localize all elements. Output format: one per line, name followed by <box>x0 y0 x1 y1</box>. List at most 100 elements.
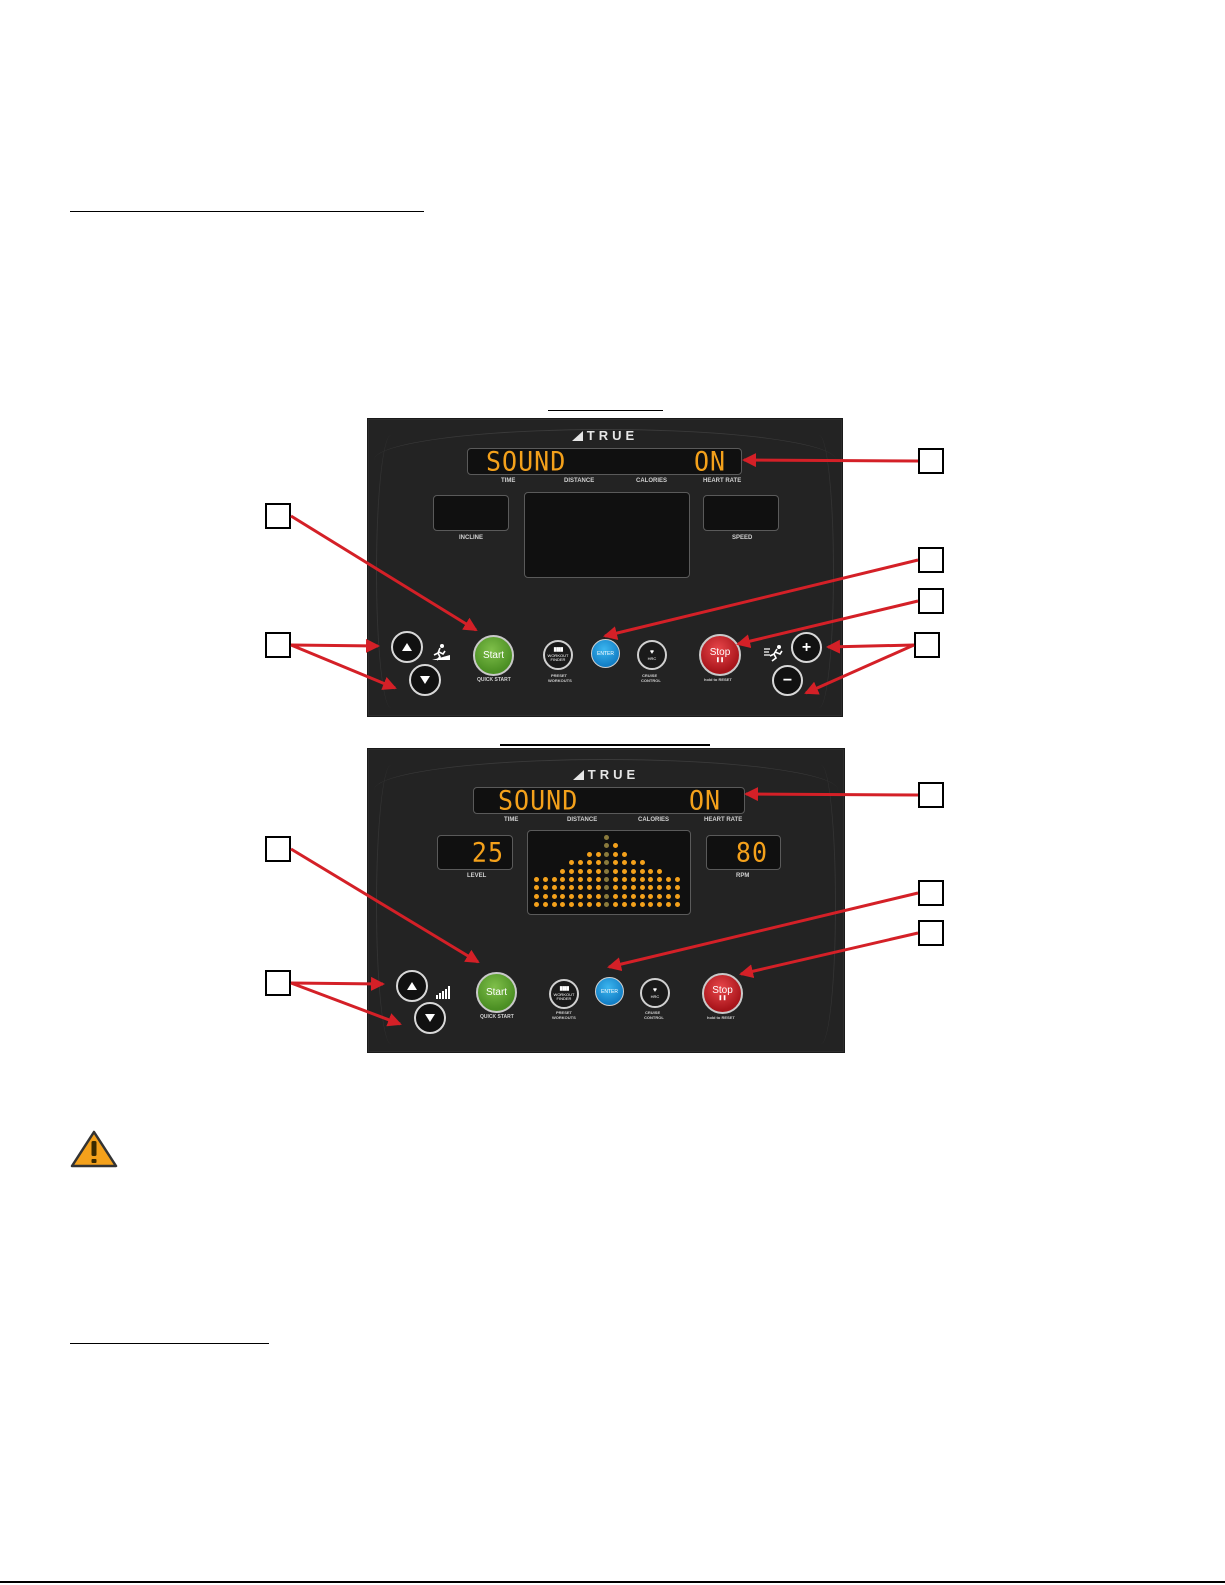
stop-button[interactable]: Stop ❚❚ <box>702 973 743 1014</box>
heading-underline-1 <box>70 211 424 212</box>
treadmill-console: TRUE SOUND ON TIME DISTANCE CALORIES HEA… <box>367 418 843 717</box>
pause-icon: ❚❚ <box>718 995 727 1001</box>
callout-box <box>265 836 291 862</box>
label-time: TIME <box>501 478 516 484</box>
profile-dot <box>578 877 583 882</box>
enter-button[interactable]: ENTER <box>595 977 624 1006</box>
profile-dot <box>569 877 575 882</box>
stop-label: Stop <box>709 646 731 658</box>
incline-down-button[interactable] <box>409 664 441 696</box>
preset-workouts-button[interactable]: ▮▮▮▮ WORKOUT FINDER <box>543 640 573 670</box>
profile-dot <box>630 885 636 891</box>
profile-dot <box>604 851 610 857</box>
arrow-level-up <box>290 976 385 991</box>
profile-dot <box>578 893 583 899</box>
profile-dot <box>551 893 557 899</box>
profile-dot <box>639 860 645 866</box>
profile-dot <box>604 868 610 874</box>
profile-dot <box>560 902 566 908</box>
enter-label: ENTER <box>597 650 614 657</box>
display-text-left: SOUND <box>486 446 567 477</box>
speed-minus-button[interactable]: − <box>772 665 803 696</box>
label-incline: INCLINE <box>459 535 483 541</box>
rpm-display: 80 <box>706 835 781 870</box>
profile-dot <box>622 893 627 899</box>
profile-dot <box>666 885 671 891</box>
cruise-control-button[interactable]: ♥ HRC <box>637 640 667 670</box>
profile-dot <box>586 893 592 899</box>
profile-dot <box>622 851 627 857</box>
heart-icon: ♥ <box>652 986 658 994</box>
callout-box <box>265 970 291 996</box>
start-button[interactable]: Start <box>473 635 514 676</box>
level-value: 25 <box>471 837 504 868</box>
profile-dot <box>630 902 636 908</box>
label-hold-reset: hold to RESET <box>704 677 732 682</box>
level-up-button[interactable] <box>396 970 428 1002</box>
profile-dot <box>613 893 619 899</box>
incline-up-button[interactable] <box>391 631 423 663</box>
profile-dot <box>595 860 601 866</box>
profile-dot <box>578 885 583 891</box>
profile-dot <box>595 868 601 874</box>
arrow-level-down <box>290 981 402 1027</box>
start-button[interactable]: Start <box>476 972 517 1013</box>
heading-underline-2 <box>70 1343 269 1344</box>
label-preset: PRESET <box>551 673 568 678</box>
profile-dot <box>622 902 627 908</box>
label-cruise: CRUISE <box>642 673 658 678</box>
label-control: CONTROL <box>644 1015 664 1020</box>
start-label: Start <box>482 650 505 661</box>
profile-dot <box>569 860 575 866</box>
profile-dot <box>639 902 645 908</box>
enter-label: ENTER <box>601 988 618 995</box>
level-down-button[interactable] <box>414 1002 446 1034</box>
label-distance: DISTANCE <box>567 817 598 823</box>
console-bezel-right <box>819 435 834 708</box>
label-distance: DISTANCE <box>564 478 595 484</box>
profile-dot-matrix <box>534 835 684 911</box>
profile-dot <box>639 877 645 882</box>
profile-dot <box>534 902 539 908</box>
speed-plus-button[interactable]: + <box>791 632 822 663</box>
minus-icon: − <box>782 671 793 689</box>
profile-dot <box>578 902 583 908</box>
profile-dot <box>534 885 539 891</box>
label-level: LEVEL <box>467 873 487 879</box>
console-bezel-right <box>821 765 836 1044</box>
profile-dot <box>560 885 566 891</box>
profile-dot <box>586 902 592 908</box>
stop-button[interactable]: Stop ❚❚ <box>699 634 741 676</box>
callout-box <box>918 588 944 614</box>
profile-dot <box>542 893 548 899</box>
profile-dot <box>639 868 645 874</box>
cruise-control-button[interactable]: ♥ HRC <box>640 978 670 1008</box>
profile-dot <box>604 885 610 891</box>
profile-dot <box>604 893 610 899</box>
label-rpm: RPM <box>736 873 750 879</box>
profile-dot <box>534 877 539 882</box>
console-bezel <box>374 759 838 790</box>
profile-dot <box>613 885 619 891</box>
callout-box <box>265 503 291 529</box>
profile-dot <box>560 868 566 874</box>
label-speed: SPEED <box>732 535 753 541</box>
label-workouts: WORKOUTS <box>552 1015 576 1020</box>
profile-dot <box>657 877 663 882</box>
brand-logo: TRUE <box>368 428 842 443</box>
profile-dot <box>604 860 610 866</box>
preset-workouts-button[interactable]: ▮▮▮▮ WORKOUT FINDER <box>549 979 579 1009</box>
stop-label: Stop <box>712 985 733 996</box>
level-display: 25 <box>437 835 513 870</box>
profile-dot <box>578 860 583 866</box>
arrow-incline-up <box>290 638 380 653</box>
speed-display <box>703 495 779 531</box>
profile-dot <box>613 868 619 874</box>
profile-dot <box>586 860 592 866</box>
bike-console: TRUE SOUND ON TIME DISTANCE CALORIES HEA… <box>367 748 845 1053</box>
profile-dot <box>595 885 601 891</box>
arrow-display <box>742 453 919 468</box>
profile-dot <box>586 851 592 857</box>
label-preset: PRESET <box>556 1010 573 1015</box>
profile-display <box>524 492 690 578</box>
